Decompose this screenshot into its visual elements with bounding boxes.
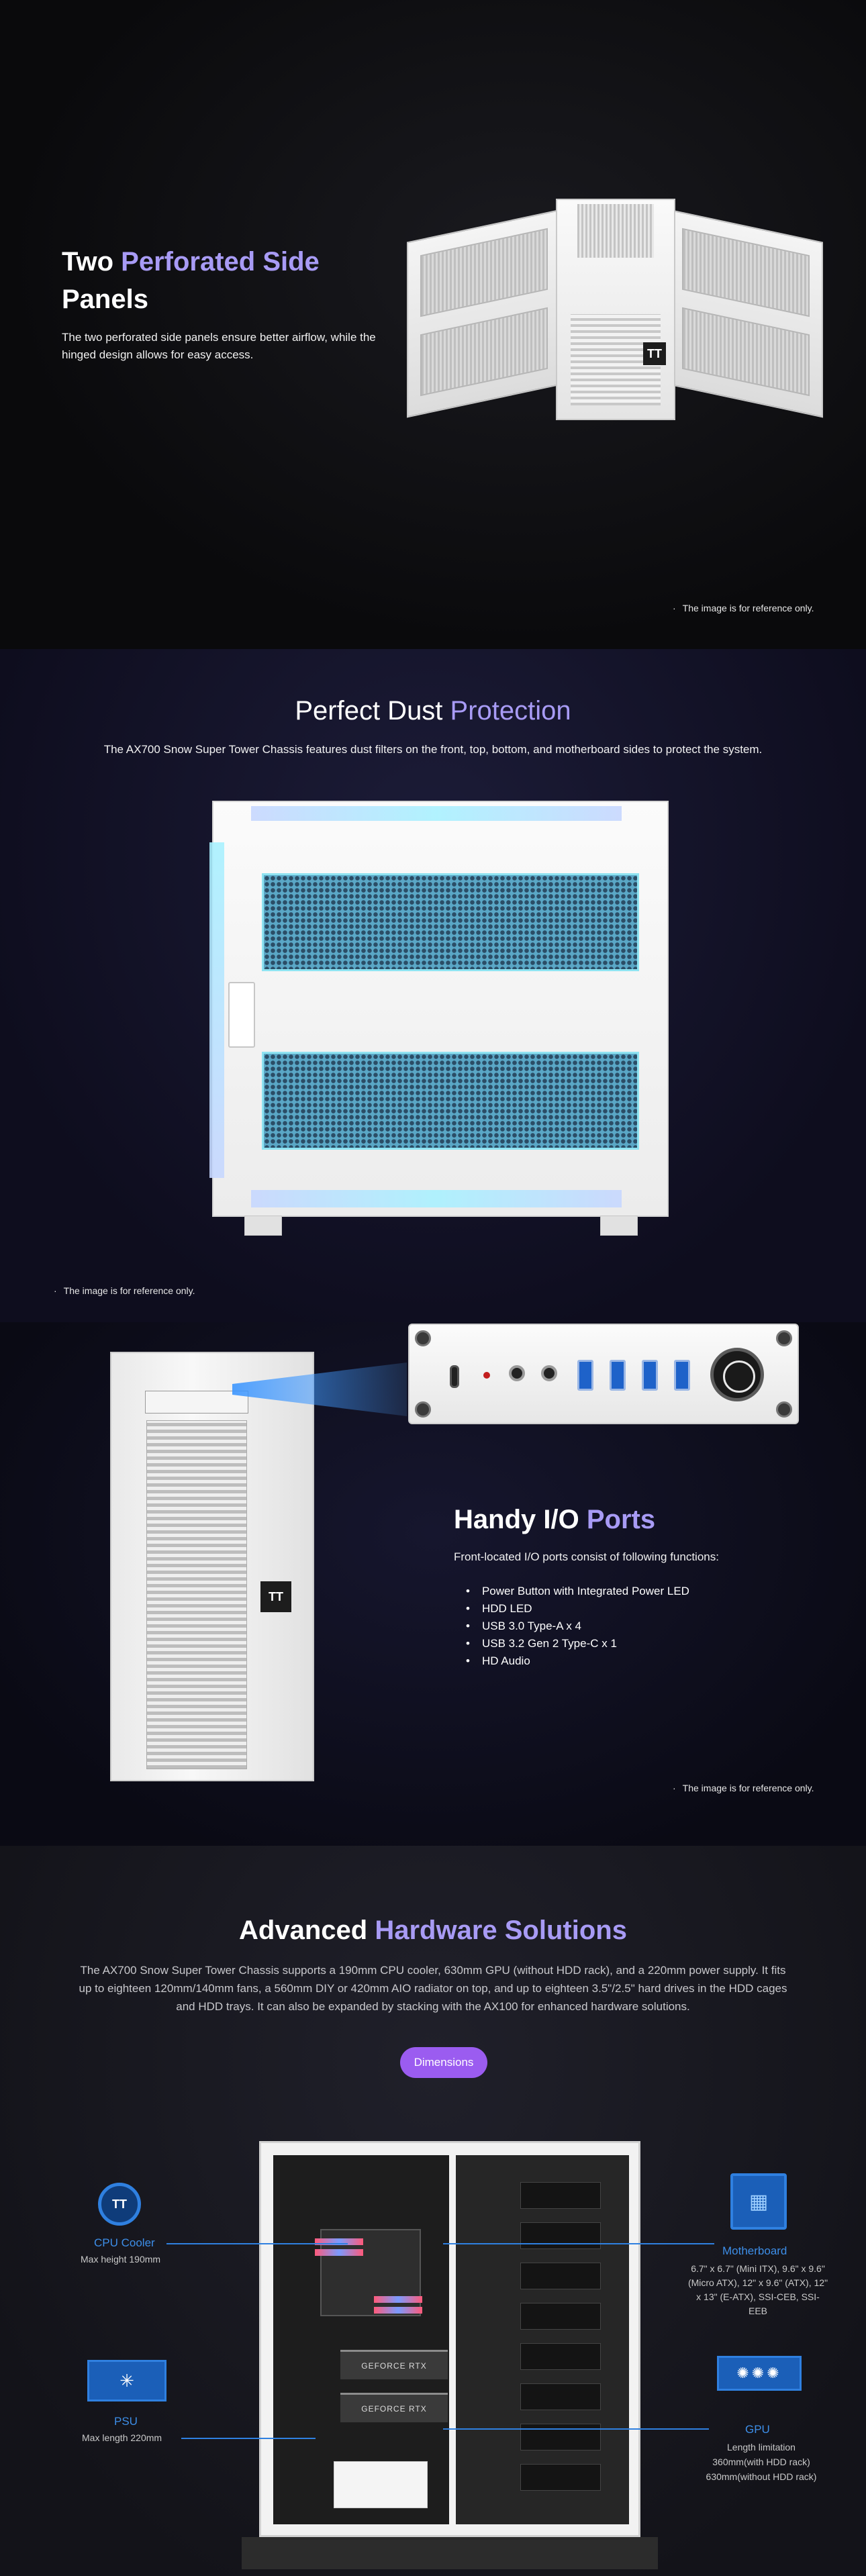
right-side-panel	[669, 209, 823, 418]
usb-a-port-4	[674, 1360, 690, 1391]
hardware-description: The AX700 Snow Super Tower Chassis suppo…	[79, 1964, 787, 2013]
gpu-detail-line-1: Length limitation	[727, 2442, 796, 2453]
gpu-detail-line-3: 630mm(without HDD rack)	[706, 2471, 817, 2482]
io-ports-section: TT Handy I/O Ports Front-located I/O por…	[0, 1322, 866, 1846]
list-item: HDD LED	[454, 1600, 689, 1618]
hdd-led-icon	[483, 1372, 490, 1379]
upper-filter-mesh	[262, 873, 639, 971]
front-io-strip	[145, 1391, 248, 1414]
reference-note: The image is for reference only.	[54, 1285, 195, 1296]
usb-type-c-port	[450, 1365, 459, 1388]
tower-chassis-image: TT	[110, 1352, 314, 1781]
side-panels-section: Two Perforated Side Panels The two perfo…	[0, 0, 866, 649]
psu-box	[334, 2461, 428, 2508]
headphone-jack-icon	[509, 1365, 525, 1381]
thermaltake-logo-icon: TT	[260, 1581, 291, 1612]
reference-note: The image is for reference only.	[673, 603, 814, 613]
gpu-card: GEFORCE RTX	[340, 2393, 448, 2422]
side-panels-title-accent: Perforated Side	[121, 247, 320, 277]
psu-icon: ✳	[87, 2360, 166, 2401]
left-side-panel	[407, 209, 561, 418]
gpu-label: GPU	[745, 2423, 770, 2436]
chassis-interior-image: GEFORCE RTX GEFORCE RTX	[259, 2141, 640, 2537]
io-panel-closeup	[408, 1324, 799, 1424]
list-item: Power Button with Integrated Power LED	[454, 1583, 689, 1600]
gpu-detail-line-2: 360mm(with HDD rack)	[712, 2457, 810, 2467]
list-item: HD Audio	[454, 1652, 689, 1670]
top-dust-filter	[251, 806, 622, 821]
motherboard-detail: 6.7" x 6.7" (Mini ITX), 9.6" x 9.6" (Mic…	[687, 2263, 828, 2316]
side-panels-title: Two Perforated Side Panels	[62, 247, 320, 314]
io-title: Handy I/O Ports	[454, 1505, 656, 1534]
lower-filter-mesh	[262, 1052, 639, 1150]
side-panels-description: The two perforated side panels ensure be…	[62, 331, 376, 361]
list-item: USB 3.0 Type-A x 4	[454, 1618, 689, 1635]
cpu-cooler-icon: TT	[98, 2183, 141, 2226]
front-dust-filter	[209, 842, 224, 1178]
hdd-bay	[456, 2155, 629, 2524]
thermaltake-logo-icon: TT	[643, 342, 666, 365]
power-button-icon	[710, 1348, 764, 1401]
usb-a-port-2	[610, 1360, 626, 1391]
front-mesh	[146, 1420, 247, 1769]
dust-protection-section: Perfect Dust Protection The AX700 Snow S…	[0, 649, 866, 1322]
chassis-side-view-image	[209, 801, 669, 1236]
psu-detail: Max length 220mm	[82, 2432, 162, 2443]
cpu-cooler-label: CPU Cooler	[94, 2236, 155, 2249]
io-intro: Front-located I/O ports consist of follo…	[454, 1550, 719, 1563]
door-handle	[228, 982, 255, 1048]
dust-description: The AX700 Snow Super Tower Chassis featu…	[103, 743, 763, 756]
open-chassis-image: TT	[407, 199, 823, 424]
psu-label: PSU	[114, 2415, 138, 2428]
dimensions-button[interactable]: Dimensions	[400, 2047, 487, 2078]
dust-title: Perfect Dust Protection	[295, 696, 571, 726]
motherboard-icon: ▦	[730, 2173, 787, 2230]
gpu-card: GEFORCE RTX	[340, 2350, 448, 2379]
motherboard-label: Motherboard	[722, 2244, 787, 2257]
usb-a-port-1	[577, 1360, 593, 1391]
list-item: USB 3.2 Gen 2 Type-C x 1	[454, 1635, 689, 1652]
io-feature-list: Power Button with Integrated Power LED H…	[454, 1583, 689, 1670]
hardware-section: Advanced Hardware Solutions The AX700 Sn…	[0, 1846, 866, 2576]
cpu-cooler-detail: Max height 190mm	[81, 2254, 161, 2265]
hardware-title: Advanced Hardware Solutions	[239, 1916, 627, 1945]
motherboard-bay: GEFORCE RTX GEFORCE RTX	[273, 2155, 449, 2524]
usb-a-port-3	[642, 1360, 658, 1391]
microphone-jack-icon	[541, 1365, 557, 1381]
bottom-dust-filter	[251, 1190, 622, 1207]
reference-note: The image is for reference only.	[673, 1783, 814, 1793]
chassis-front: TT	[556, 199, 675, 420]
gpu-icon: ✺✺✺	[717, 2356, 802, 2391]
chassis-base	[242, 2537, 658, 2569]
